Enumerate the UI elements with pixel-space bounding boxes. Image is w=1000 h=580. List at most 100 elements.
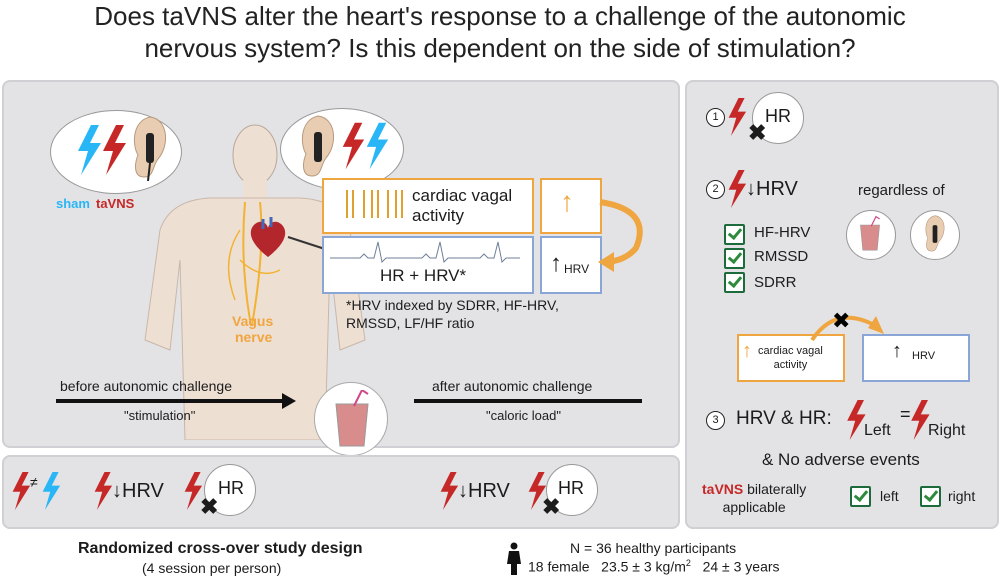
footnote-hrv: *HRV indexed by SDRR, HF-HRV, RMSSD, LF/… (346, 296, 559, 332)
footnote-line-2: RMSSD, LF/HF ratio (346, 315, 475, 331)
hrv-decrease-right: ↓HRV (746, 178, 798, 200)
before-challenge-label: before autonomic challenge (60, 378, 233, 394)
lightning-red-icon (911, 400, 930, 440)
page-title: Does taVNS alter the heart's response to… (0, 0, 1000, 64)
no-effect-x-icon: ✖ (542, 494, 561, 519)
no-effect-x-icon: ✖ (200, 494, 219, 519)
equals-sign: = (900, 404, 911, 424)
person-icon (507, 542, 521, 575)
svg-text:✖: ✖ (832, 309, 850, 334)
hrv-up-arrow-icon: ↑ (550, 250, 562, 277)
lightning-red-icon (847, 400, 866, 440)
participants-count: N = 36 healthy participants (570, 540, 737, 556)
hrv-decrease-1: ↓HRV (112, 480, 164, 502)
caloric-load-label: "caloric load" (486, 408, 561, 423)
ear-electrode-icon (925, 215, 945, 252)
lightning-red-icon (728, 170, 747, 208)
cva-line-1: cardiac vagal (758, 345, 823, 357)
checkbox-right (920, 486, 941, 507)
check-label-rmssd: RMSSD (754, 248, 809, 265)
cva-up-arrow-icon: ↑ (742, 340, 752, 362)
regardless-of-label: regardless of (858, 182, 945, 199)
left-option-label: left (880, 488, 899, 504)
lightning-red-icon (342, 122, 365, 170)
after-challenge-label: after autonomic challenge (432, 378, 593, 394)
smoothie-glass-icon (860, 215, 880, 251)
ecg-trace-icon (330, 241, 520, 264)
lightning-red-icon (728, 98, 747, 136)
applicable-label: applicable (722, 499, 786, 515)
bilateral-application-text: taVNS bilaterally applicable (702, 480, 806, 516)
hr-label-1: HR (218, 478, 244, 498)
check-label-hf-hrv: HF-HRV (754, 224, 811, 241)
hr-label-2: HR (558, 478, 584, 498)
hr-bubble-2 (546, 464, 598, 516)
hrv-decrease-2: ↓HRV (458, 480, 510, 502)
finding-number-3: 3 (706, 411, 725, 430)
right-subscript: Right (928, 422, 966, 439)
checkbox-left (850, 486, 871, 507)
design-subtitle: (4 session per person) (142, 560, 282, 576)
finding-number-2: 2 (706, 180, 725, 199)
ear-electrode-icon (133, 116, 166, 181)
bmi-superscript: 2 (685, 558, 691, 568)
lightning-cyan-icon (366, 122, 389, 170)
design-title: Randomized cross-over study design (78, 540, 363, 557)
footnote-line-1: *HRV indexed by SDRR, HF-HRV, (346, 297, 559, 313)
heart-icon (250, 217, 286, 257)
hr-bubble-right (752, 92, 804, 144)
hr-label-right: HR (765, 106, 791, 126)
tavns-ear-bubble (280, 108, 404, 190)
hrv-box-arrow-icon: ↑ (892, 340, 902, 362)
cardiac-vagal-box-right (737, 334, 845, 382)
left-subscript: Left (864, 422, 891, 439)
vagus-label: Vagus (232, 313, 274, 329)
check-label-sdrr: SDRR (754, 274, 797, 291)
lightning-red-icon (103, 125, 126, 175)
hrv-box-right (862, 334, 970, 382)
after-timeline-bar (414, 399, 642, 403)
findings-panel (685, 80, 999, 529)
blocked-arrow-icon: ✖ (810, 309, 884, 342)
bilaterally-label: bilaterally (747, 481, 807, 497)
hrv-box-text: HRV (912, 350, 936, 362)
lightning-cyan-icon (42, 472, 61, 510)
stimulation-label: "stimulation" (124, 408, 196, 423)
bilateral-line-1: taVNS bilaterally (702, 480, 806, 498)
lightning-red-icon (440, 472, 459, 510)
lightning-red-icon (528, 472, 547, 510)
female-count: 18 female (528, 558, 590, 575)
cardiac-vagal-activity-text: cardiac vagal activity (412, 186, 513, 225)
sham-label: sham (56, 196, 90, 211)
lightning-red-icon (184, 472, 203, 510)
lightning-red-icon (12, 472, 31, 510)
hrv-increase-box (540, 236, 602, 294)
cva-text-right: cardiac vagal activity (758, 344, 823, 372)
bmi-value: 23.5 ± 3 kg/m (601, 558, 686, 575)
curved-orange-arrow-icon (598, 199, 643, 272)
hrv-hr-label: HRV & HR: (736, 408, 832, 429)
title-line-1: Does taVNS alter the heart's response to… (94, 1, 906, 31)
tavns-bilateral-label: taVNS (702, 481, 744, 497)
cardiac-vagal-activity-box (322, 178, 534, 234)
hrv-up-text: HRV (564, 262, 590, 276)
age-value: 24 ± 3 years (702, 558, 780, 575)
up-arrow-icon: ↑ (560, 186, 574, 217)
checkbox-hf-hrv (724, 224, 745, 245)
ear-electrode-icon (301, 115, 334, 177)
no-effect-x-icon: ✖ (748, 120, 767, 145)
hr-bubble-1 (204, 464, 256, 516)
checkbox-sdrr (724, 272, 745, 293)
lightning-red-icon (94, 472, 113, 510)
tavns-label: taVNS (96, 196, 135, 211)
before-arrow-head (282, 393, 296, 409)
no-adverse-events: & No adverse events (762, 450, 920, 469)
vagus-nerve-label: Vagus nerve (232, 313, 273, 345)
cva-line-2: activity (773, 359, 808, 371)
finding-number-1: 1 (706, 108, 725, 127)
vagal-firing-bars-icon (346, 190, 403, 218)
right-option-label: right (948, 488, 976, 504)
smoothie-glass-icon (335, 390, 369, 447)
vagal-increase-box (540, 178, 602, 234)
nerve-label: nerve (234, 329, 273, 345)
